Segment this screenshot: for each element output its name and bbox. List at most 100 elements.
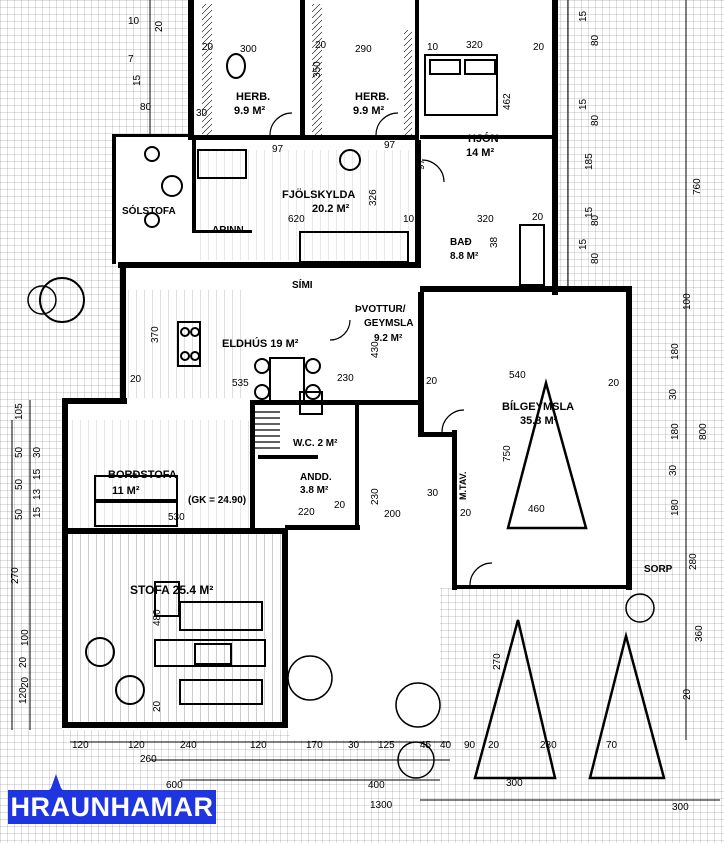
dimension-label: 760 [692, 178, 703, 195]
dimension-label: 300 [672, 802, 689, 813]
arinn-name: ARINN [212, 225, 244, 236]
dimension-label: 50 [14, 446, 25, 458]
dimension-label: 20 [154, 20, 165, 32]
dimension-label: 290 [355, 44, 372, 55]
stairs [255, 411, 280, 449]
dimension-label: 20 [682, 688, 693, 700]
dimension-label: 480 [152, 609, 163, 626]
stofa-name: STOFA 25.4 M² [130, 583, 213, 597]
dimension-label: 20 [152, 700, 163, 712]
dimension-label: 70 [606, 740, 618, 751]
bordstofa-name: BORÐSTOFA [108, 469, 177, 481]
dimension-label: 540 [509, 370, 526, 381]
dimension-label: 80 [590, 114, 601, 126]
dimension-label: 20 [202, 42, 214, 53]
dimension-label: 120 [250, 740, 267, 751]
dimension-label: 180 [670, 343, 681, 360]
wall-hatch [404, 30, 412, 140]
dimension-label: 270 [10, 567, 21, 584]
dimension-label: 30 [196, 108, 208, 119]
simi-name: SÍMI [292, 278, 313, 291]
dimension-label: 97 [416, 158, 427, 170]
wall-hatch [202, 4, 212, 136]
dimension-label: 220 [298, 507, 315, 518]
dimension-label: 105 [14, 403, 25, 420]
thvottur-name: ÞVOTTUR/ [355, 304, 406, 315]
dimension-label: 260 [140, 754, 157, 765]
dimension-label: 10 [403, 214, 415, 225]
stofa-floor [68, 534, 282, 722]
bad-area: 8.8 M² [450, 251, 479, 262]
dimension-label: 30 [32, 446, 43, 458]
dimensions-right: 1580158018515801580760100180301803018080… [578, 10, 709, 700]
dimension-label: 20 [488, 740, 500, 751]
dimension-label: 270 [492, 653, 503, 670]
dimension-label: 20 [533, 42, 545, 53]
dimension-label: 462 [502, 93, 513, 110]
thvottur-name2: GEYMSLA [364, 318, 413, 329]
dimension-label: 10 [427, 42, 439, 53]
sorp-name: SORP [644, 564, 673, 575]
furniture [39, 53, 545, 705]
dimension-label: 20 [20, 676, 31, 688]
dimension-label: 240 [180, 740, 197, 751]
dimension-label: 750 [502, 445, 513, 462]
dimension-label: 320 [477, 214, 494, 225]
dimension-label: 185 [584, 153, 595, 170]
dimension-label: 180 [670, 423, 681, 440]
dimension-label: 320 [466, 40, 483, 51]
dimension-label: 230 [337, 373, 354, 384]
bordstofa-area: 11 M² [112, 485, 140, 497]
dimension-label: 7 [128, 54, 134, 65]
dimension-label: 20 [130, 374, 142, 385]
dimension-label: 460 [528, 504, 545, 515]
dimension-label: 13 [32, 488, 43, 500]
garage-car-mark [506, 378, 588, 530]
andd-area: 3.8 M² [300, 485, 329, 496]
andd-name: ANDD. [300, 472, 332, 483]
dimension-label: 97 [272, 144, 284, 155]
herb2-area: 9.9 M² [353, 105, 385, 117]
door-swings [269, 112, 493, 586]
logo-text: HRAUNHAMAR [8, 790, 216, 824]
herb1-name: HERB. [236, 91, 270, 103]
solstofa-name: SÓLSTOFA [122, 204, 176, 217]
dimension-label: 80 [140, 102, 152, 113]
core-walls [62, 134, 632, 728]
mitav-name: M.TAV. [458, 472, 468, 500]
dimension-label: 600 [166, 780, 183, 791]
dining-floor [68, 420, 250, 528]
bilgeymsla-area: 35.8 M² [520, 415, 558, 427]
dimension-label: 360 [694, 625, 705, 642]
dimension-label: 10 [128, 16, 140, 27]
dimension-label: 50 [14, 478, 25, 490]
dimension-label: 30 [668, 464, 679, 476]
dimension-label: 350 [312, 61, 323, 78]
dimension-label: 15 [578, 10, 589, 22]
dimension-label: 45 [420, 740, 432, 751]
dimension-label: 80 [590, 252, 601, 264]
dimension-label: 30 [348, 740, 360, 751]
dimension-label: 80 [590, 214, 601, 226]
dimension-label: 15 [578, 238, 589, 250]
hjon-area: 14 M² [466, 147, 494, 159]
dimension-label: 125 [378, 740, 395, 751]
dimension-label: 300 [240, 44, 257, 55]
dimension-label: 120 [72, 740, 89, 751]
dimension-label: 1300 [370, 800, 393, 811]
fjolskylda-name: FJÖLSKYLDA [282, 188, 355, 201]
dimension-label: 326 [368, 189, 379, 206]
dimension-label: 15 [132, 74, 143, 86]
bad-name: BAÐ [450, 237, 472, 248]
dimension-label: 400 [368, 780, 385, 791]
dimension-label: 20 [608, 378, 620, 389]
dimension-label: 230 [370, 488, 381, 505]
dimension-label: 20 [18, 656, 29, 668]
dimension-lines [11, 0, 720, 801]
herb1-area: 9.9 M² [234, 105, 266, 117]
dimension-label: 20 [315, 40, 327, 51]
dimension-label: 15 [584, 206, 595, 218]
